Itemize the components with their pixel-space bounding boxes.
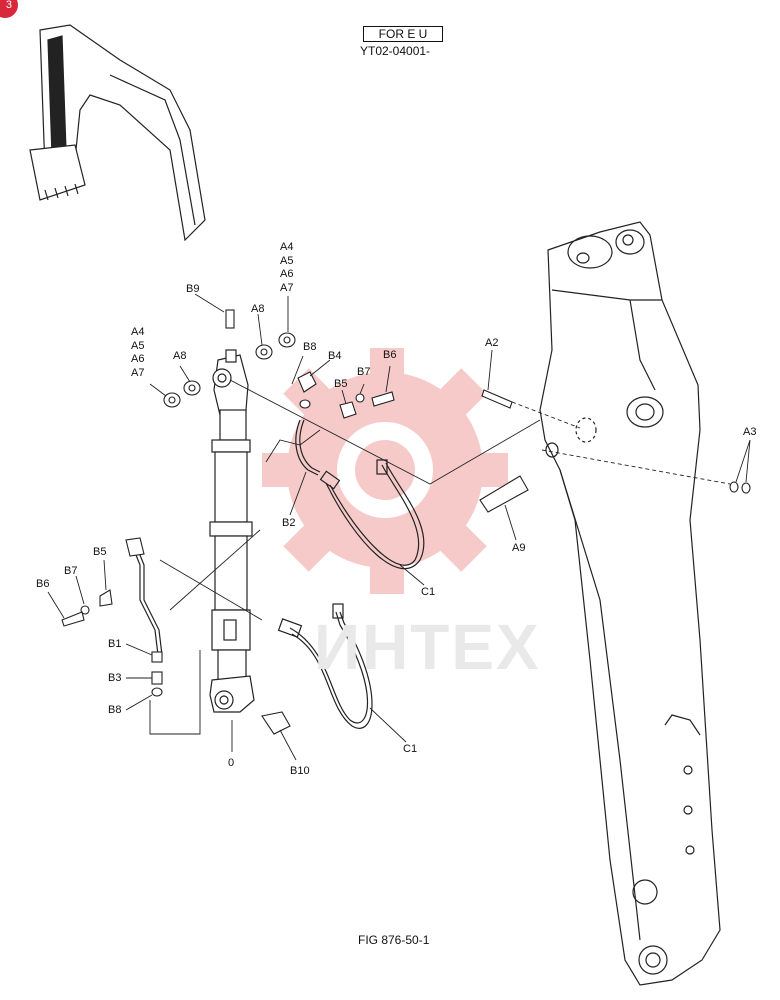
callout-a8: A8 <box>173 350 187 362</box>
callout-0: 0 <box>228 757 235 769</box>
callout-a7: A7 <box>280 281 294 294</box>
callout-c1: C1 <box>421 586 436 598</box>
arm-body <box>539 221 721 986</box>
callout-a4: A4 <box>131 326 145 338</box>
callout-a7: A7 <box>131 366 145 379</box>
figure-reference: FIG 876-50-1 <box>358 933 430 947</box>
callout-b7: B7 <box>64 565 78 577</box>
serial-range: YT02-04001- <box>360 44 431 58</box>
callout-a6: A6 <box>131 353 145 365</box>
callout-a9: A9 <box>512 542 526 554</box>
callout-c1: C1 <box>403 743 418 755</box>
callout-b8: B8 <box>108 704 122 716</box>
callout-b9: B9 <box>186 283 200 295</box>
callout-a8: A8 <box>251 303 265 315</box>
callout-b8: B8 <box>303 341 317 353</box>
callout-a3: A3 <box>743 426 757 438</box>
callout-stack-left: A4 A5 A6 A7 <box>131 326 144 380</box>
callout-b5: B5 <box>334 378 348 390</box>
watermark-text: ИНТЕХ <box>314 611 541 683</box>
callout-b6: B6 <box>36 578 50 590</box>
thumbnail-arm <box>29 24 206 242</box>
region-label: FOR E U <box>363 26 443 42</box>
callout-b4: B4 <box>328 350 342 362</box>
leader-lines <box>47 293 751 761</box>
callout-a5: A5 <box>280 254 294 267</box>
callout-b2: B2 <box>282 517 296 529</box>
callout-a5: A5 <box>131 339 145 352</box>
callout-b5: B5 <box>93 546 107 558</box>
callout-b7: B7 <box>357 366 371 378</box>
hoses <box>131 419 425 729</box>
corner-badge[interactable]: 3 <box>0 0 18 18</box>
callout-b3: B3 <box>108 672 122 684</box>
callout-b1: B1 <box>108 638 122 650</box>
callout-a4: A4 <box>280 241 294 253</box>
callout-a2: A2 <box>485 337 499 349</box>
hydraulic-cylinder <box>209 349 255 713</box>
watermark-gear <box>262 348 508 594</box>
callout-stack-top: A4 A5 A6 A7 <box>280 241 293 295</box>
callout-b6: B6 <box>383 349 397 361</box>
callout-a6: A6 <box>280 268 294 280</box>
hardware <box>61 309 751 735</box>
callout-b10: B10 <box>290 765 310 777</box>
